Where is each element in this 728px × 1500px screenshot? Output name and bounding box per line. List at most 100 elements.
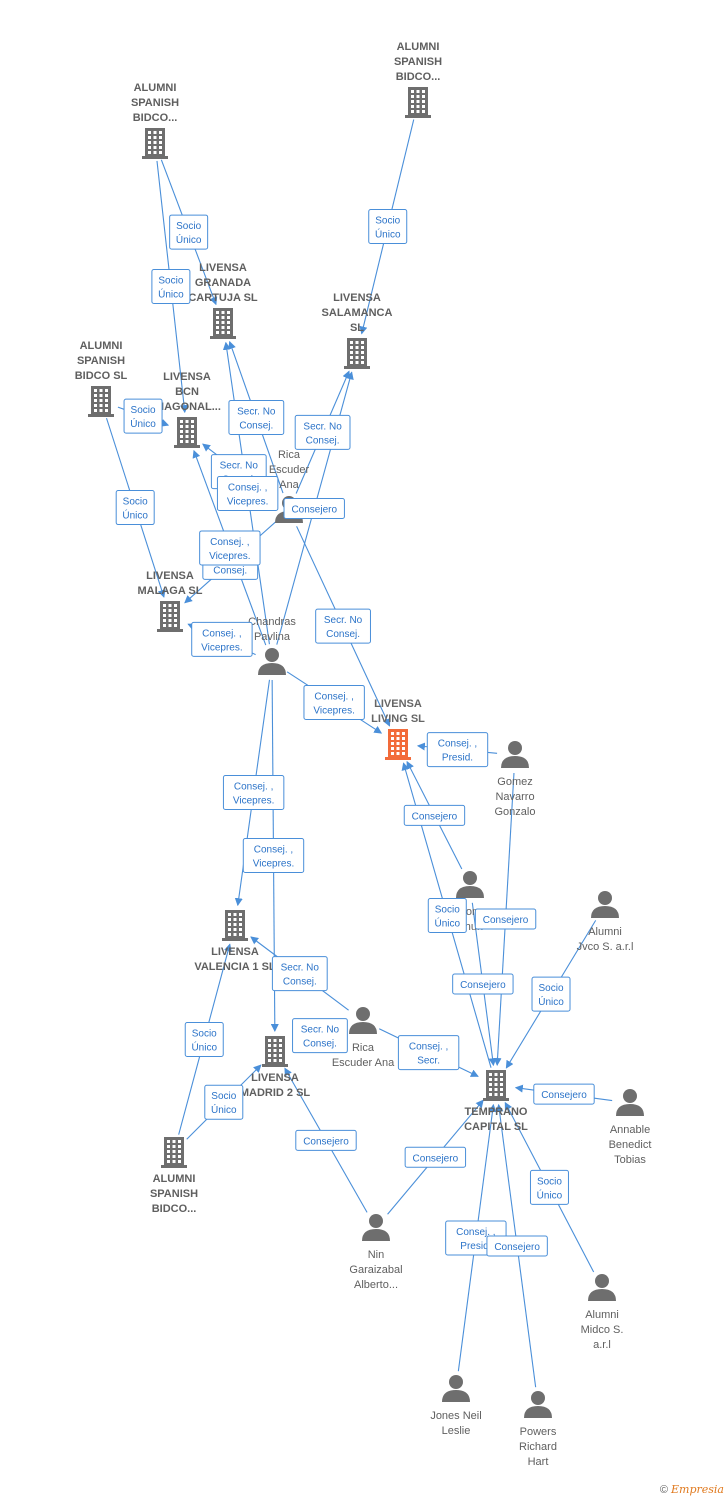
edge-label-text: Consejero: [494, 1242, 540, 1253]
edge-label[interactable]: Consejero: [533, 1083, 595, 1105]
edge-label[interactable]: Consej. ,Vicepres.: [199, 530, 261, 566]
edge-label-text: Único: [176, 233, 202, 246]
person-icon: [591, 891, 619, 918]
edge-label[interactable]: Consej. ,Vicepres.: [242, 838, 305, 873]
edge-label[interactable]: Consej. ,Vicepres.: [216, 475, 279, 511]
edge-label-box: [427, 897, 467, 933]
edge-label-text: Secr. No: [303, 421, 342, 432]
edge-label-text: Consejero: [291, 504, 337, 515]
node-label: Alumni: [585, 1309, 619, 1321]
person-icon: [456, 871, 484, 898]
node-label: LIVENSA: [251, 1072, 299, 1084]
node-label: BIDCO...: [152, 1203, 197, 1215]
edge-label[interactable]: Consejero: [283, 497, 345, 519]
node-label: LIVENSA: [333, 292, 381, 304]
node-label: Richard: [519, 1441, 557, 1453]
node-label: Alumni: [588, 926, 622, 938]
node-label: Hart: [528, 1456, 549, 1468]
edge-label-text: Presid.: [442, 753, 473, 764]
edge-label[interactable]: Consej. , Presid.: [426, 732, 489, 768]
node-label: Benedict: [609, 1139, 652, 1151]
edge-label[interactable]: Consejero: [404, 1146, 467, 1168]
edge-label[interactable]: Consej. ,Vicepres.: [222, 775, 285, 811]
brand-logo: Empresia: [671, 1483, 724, 1496]
edge-label[interactable]: Consejero: [474, 908, 537, 930]
node-label: Ana: [279, 479, 299, 491]
edge-label-text: Secr. No: [237, 406, 276, 417]
edge-label-box: [533, 1083, 595, 1105]
edge-label[interactable]: Consejero: [486, 1235, 548, 1257]
node-label: a.r.l: [593, 1339, 611, 1351]
edge-label[interactable]: Consejero: [295, 1129, 357, 1151]
edge-label-box: [271, 956, 328, 992]
building-icon: [210, 308, 236, 339]
node-label: Navarro: [495, 791, 534, 803]
edge-label-text: Único: [191, 1040, 217, 1053]
edge-label[interactable]: Consej. ,Vicepres.: [303, 684, 365, 720]
node-alumni_top[interactable]: ALUMNISPANISHBIDCO...: [394, 41, 442, 118]
node-label: Leslie: [442, 1425, 471, 1437]
edge-label[interactable]: Consejero: [452, 973, 514, 995]
edge-label[interactable]: Consejero: [403, 804, 466, 826]
building-icon: [222, 910, 248, 941]
footer-brand[interactable]: © Empresia: [660, 1483, 724, 1496]
edge-label-text: Consej. ,: [438, 739, 477, 750]
node-label: Pavlina: [254, 631, 291, 643]
node-label: Midco S.: [581, 1324, 624, 1336]
person-icon: [588, 1274, 616, 1301]
edge-label-text: Consej.: [213, 565, 247, 576]
edge-label-text: Consej.: [306, 435, 340, 446]
edge-label-box: [404, 1146, 467, 1168]
edge-label-text: Consej.: [283, 977, 317, 988]
node-label: TEMPRANO: [465, 1106, 528, 1118]
node-alumni_left1[interactable]: ALUMNISPANISHBIDCO...: [131, 82, 179, 159]
person-icon: [258, 648, 286, 675]
node-livensa_bcn[interactable]: LIVENSABCNDIAGONAL...: [153, 371, 221, 448]
edge-label-text: Único: [375, 228, 401, 241]
edge-label[interactable]: Secr. No Consej.: [294, 414, 351, 450]
node-label: Tobias: [614, 1154, 646, 1166]
edge-label[interactable]: Consej. ,Vicepres.: [191, 621, 253, 657]
building-icon: [262, 1036, 288, 1067]
edge-label-text: Consejero: [483, 915, 529, 926]
node-label: Alberto...: [354, 1279, 398, 1291]
node-alumni_bottom[interactable]: ALUMNISPANISHBIDCO...: [150, 1137, 198, 1215]
edge-label-text: Único: [122, 509, 148, 522]
edge-label-text: Socio: [192, 1028, 217, 1039]
edge-label[interactable]: Consej. ,Secr.: [397, 1035, 460, 1071]
edge-label-text: Socio: [123, 497, 148, 508]
edge-label-box: [228, 399, 285, 435]
node-nin[interactable]: NinGaraizabalAlberto...: [349, 1214, 403, 1291]
building-icon: [174, 417, 200, 448]
